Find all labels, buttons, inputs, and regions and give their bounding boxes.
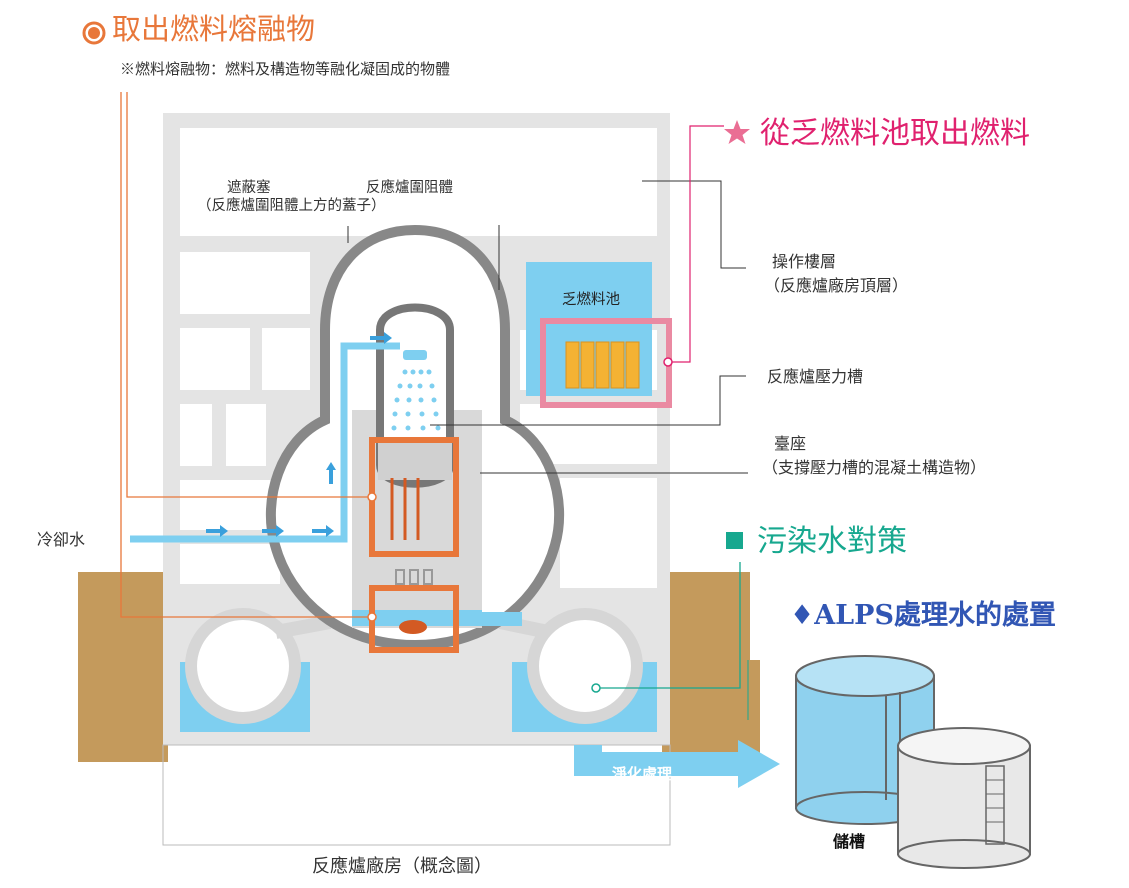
room — [262, 328, 310, 390]
title-alps-water: ♦ALPS處理水的處置 — [790, 600, 1056, 631]
debris-leader — [126, 92, 372, 498]
label-reactor-building: 反應爐廠房（概念圖） — [312, 856, 492, 877]
pink-star-icon — [724, 120, 750, 144]
room — [180, 328, 250, 390]
label-pressure-vessel: 反應爐壓力槽 — [767, 367, 864, 386]
operating-floor — [180, 128, 657, 236]
purification-arrow — [574, 740, 780, 788]
title-fuel-debris: 取出燃料熔融物 — [112, 12, 316, 46]
cooling-water-pipe — [130, 342, 400, 543]
fuel-debris-note: ※燃料熔融物：燃料及構造物等融化凝固成的物體 — [120, 60, 451, 78]
room — [180, 252, 310, 314]
label-containment-vessel: 反應爐圍阻體 — [366, 180, 453, 196]
water-leader — [596, 562, 741, 689]
building-outline — [162, 744, 671, 846]
vessel-lower — [378, 440, 452, 480]
torus-water-band — [462, 612, 522, 626]
fuel-debris — [399, 620, 427, 634]
ground-right-far — [750, 660, 760, 762]
label-shield-plug-desc: （反應爐圍阻體上方的蓋子） — [197, 198, 386, 214]
label-operating-floor-desc: （反應爐廠房頂層） — [764, 276, 909, 295]
ground-right — [662, 572, 750, 762]
title-spent-fuel: 從乏燃料池取出燃料 — [760, 116, 1030, 151]
leader-lines — [347, 180, 748, 474]
suppression-chamber-left — [185, 608, 301, 724]
label-pedestal: 臺座 — [774, 434, 807, 453]
orange-circle-bullet-icon — [82, 21, 106, 45]
label-pedestal-desc: （支撐壓力槽的混凝土構造物） — [762, 458, 987, 477]
pedestal-water — [352, 610, 482, 626]
suppression-chamber-right — [527, 608, 643, 724]
water-dot — [591, 683, 601, 693]
title-contaminated-water: 污染水對策 — [757, 524, 907, 559]
room — [226, 404, 266, 466]
label-shield-plug: 遮蔽塞 — [227, 180, 271, 196]
label-operating-floor: 操作樓層 — [772, 252, 837, 271]
debris-dot-upper — [367, 492, 377, 502]
label-cooling-water: 冷卻水 — [37, 530, 86, 549]
spent-fuel-leader — [668, 125, 724, 363]
debris-leader-2 — [120, 92, 372, 618]
storage-tank-front — [897, 727, 1031, 869]
room — [180, 404, 212, 466]
ground-left — [78, 572, 168, 762]
rod-drives — [395, 569, 433, 585]
label-purification: 淨化處理 — [612, 765, 673, 783]
cooling-spray — [391, 350, 441, 431]
label-spent-fuel-pool: 乏燃料池 — [562, 292, 620, 308]
spent-fuel-dot — [663, 357, 673, 367]
room — [180, 544, 280, 584]
teal-square-icon — [726, 532, 743, 549]
room — [560, 478, 657, 588]
flow-arrows — [206, 332, 392, 537]
debris-dot-lower — [367, 612, 377, 622]
label-storage-tanks: 儲槽 — [833, 832, 866, 851]
fuel-rack — [565, 341, 640, 389]
control-rods — [390, 478, 420, 540]
